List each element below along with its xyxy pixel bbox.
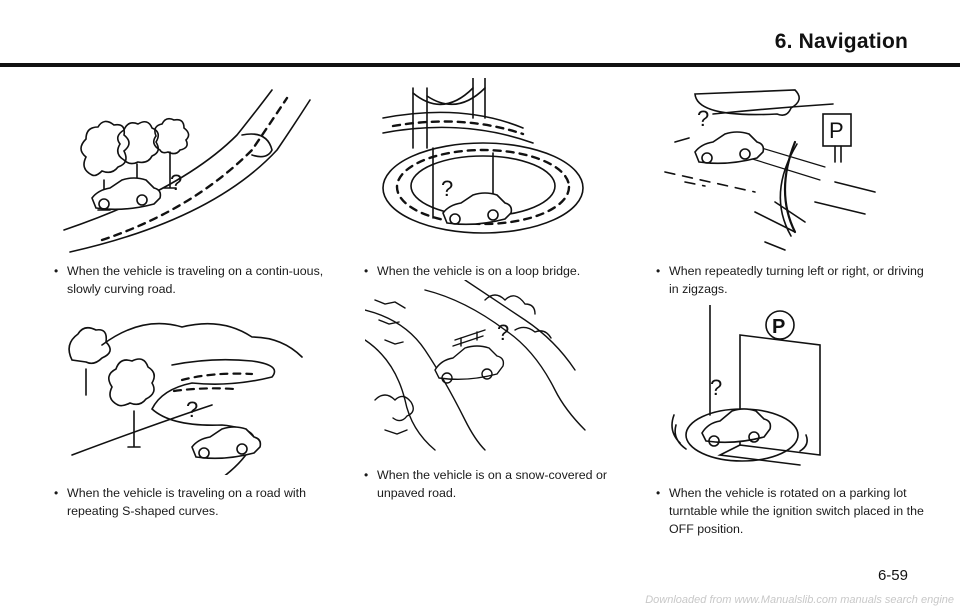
svg-text:?: ? xyxy=(441,176,453,201)
bullet: • xyxy=(364,468,369,482)
zigzag-parking-illustration: P ? xyxy=(655,82,885,252)
caption-text: When repeatedly turning left or right, o… xyxy=(669,264,924,296)
bullet: • xyxy=(656,486,661,500)
caption-curving-road: • When the vehicle is traveling on a con… xyxy=(54,262,329,298)
caption-zigzag: • When repeatedly turning left or right,… xyxy=(656,262,931,298)
caption-text: When the vehicle is traveling on a road … xyxy=(67,486,306,518)
caption-unpaved-road: • When the vehicle is on a snow-covered … xyxy=(364,466,632,502)
caption-turntable: • When the vehicle is rotated on a parki… xyxy=(656,484,931,538)
caption-text: When the vehicle is on a loop bridge. xyxy=(377,264,581,278)
page-number: 6-59 xyxy=(877,567,908,584)
svg-text:?: ? xyxy=(186,397,198,422)
caption-text: When the vehicle is traveling on a conti… xyxy=(67,264,324,296)
caption-text: When the vehicle is rotated on a parking… xyxy=(669,486,924,536)
unpaved-road-illustration: ? xyxy=(365,280,590,455)
bullet: • xyxy=(656,264,661,278)
bullet: • xyxy=(364,264,369,278)
svg-text:?: ? xyxy=(697,106,709,131)
loop-bridge-illustration: ? xyxy=(373,78,588,248)
question-mark-label: ? xyxy=(170,170,182,195)
bullet: • xyxy=(54,264,59,278)
s-curve-road-illustration: ? xyxy=(62,305,312,475)
svg-text:P: P xyxy=(772,316,785,338)
caption-s-curves: • When the vehicle is traveling on a roa… xyxy=(54,484,329,520)
svg-text:?: ? xyxy=(497,320,509,345)
curving-road-illustration: ? xyxy=(62,80,312,255)
turntable-parking-illustration: P ? xyxy=(670,305,870,475)
caption-text: When the vehicle is on a snow-covered or… xyxy=(377,468,608,500)
header-rule xyxy=(0,63,960,67)
bullet: • xyxy=(54,486,59,500)
watermark: Downloaded from www.Manualslib.com manua… xyxy=(645,594,954,606)
parking-sign-label: P xyxy=(829,118,844,143)
svg-text:?: ? xyxy=(710,375,722,400)
caption-loop-bridge: • When the vehicle is on a loop bridge. xyxy=(364,262,632,280)
section-title: 6. Navigation xyxy=(774,30,908,53)
